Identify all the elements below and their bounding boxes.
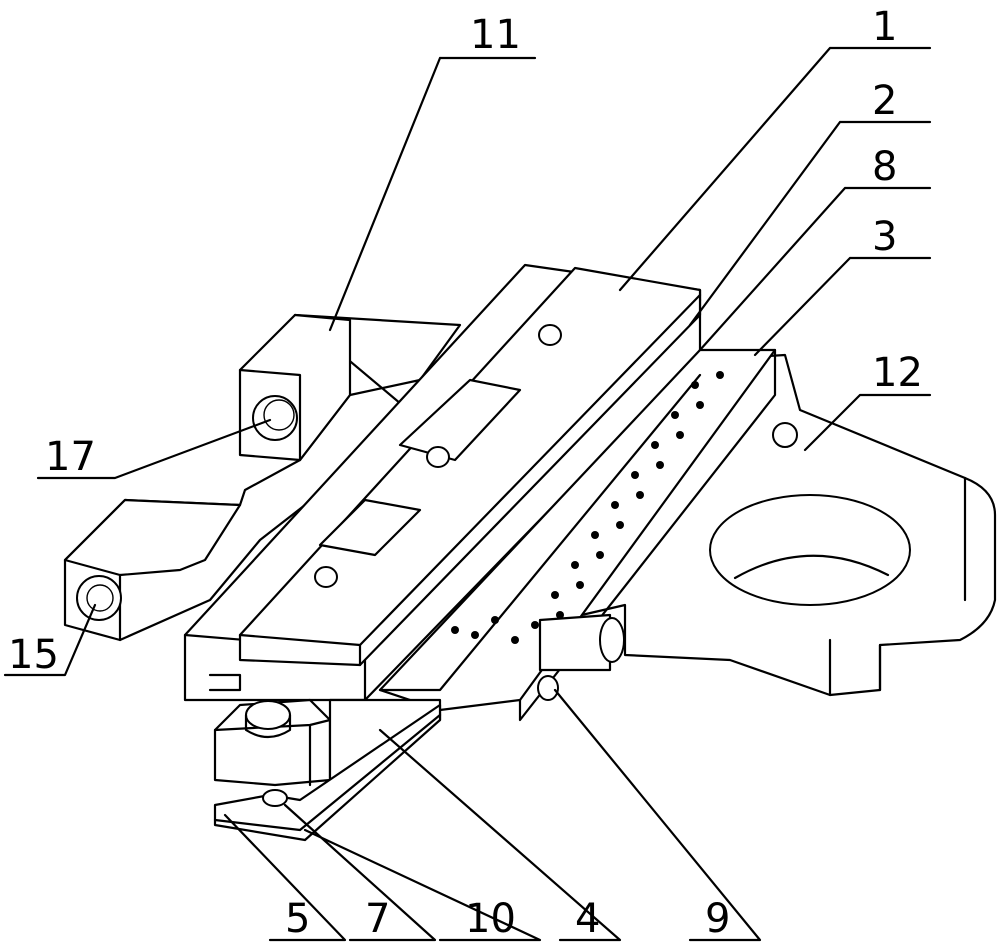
label-5: 5 xyxy=(285,896,310,942)
leader-lines xyxy=(3,46,932,942)
label-10: 10 xyxy=(465,896,516,942)
part-labels: 11 1 2 8 3 12 17 15 5 7 10 4 9 xyxy=(8,4,923,942)
label-7: 7 xyxy=(365,896,390,942)
label-9: 9 xyxy=(705,896,730,942)
part-9-pin xyxy=(537,613,625,701)
label-4: 4 xyxy=(575,896,600,942)
rail-perforations xyxy=(451,371,724,644)
label-12: 12 xyxy=(872,350,923,396)
side-pins xyxy=(76,395,298,621)
label-1: 1 xyxy=(872,4,897,50)
label-3: 3 xyxy=(872,214,897,260)
label-11: 11 xyxy=(470,12,521,58)
lower-clamp xyxy=(213,698,442,842)
label-17: 17 xyxy=(45,434,96,480)
label-15: 15 xyxy=(8,632,59,678)
label-8: 8 xyxy=(872,144,897,190)
label-2: 2 xyxy=(872,78,897,124)
